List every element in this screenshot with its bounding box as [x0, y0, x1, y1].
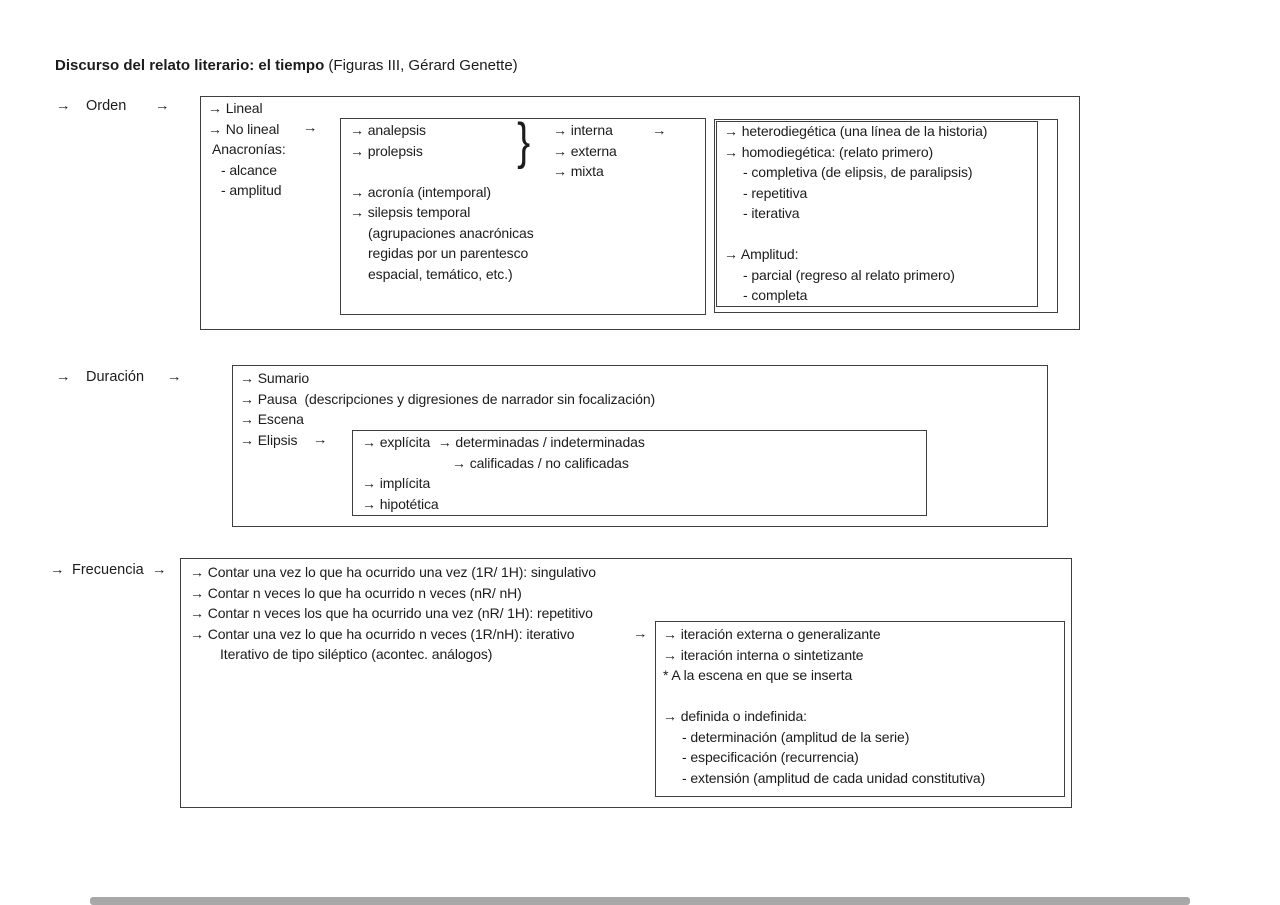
arrow-icon: → — [167, 369, 182, 385]
diegetic-outer-box — [714, 119, 1058, 313]
diagram-line: → prolepsis — [350, 142, 423, 159]
diagram-line: - determinación (amplitud de la serie) — [682, 728, 910, 745]
diagram-line: - repetitiva — [743, 184, 808, 201]
brace-glyph: } — [517, 112, 531, 170]
anachrony-box — [340, 118, 706, 315]
diagram-line: - completa — [743, 287, 808, 303]
iteracion-box — [655, 621, 1065, 797]
diagram-line — [350, 161, 534, 182]
elipsis-box — [352, 430, 927, 516]
section-label-orden: Orden — [86, 98, 127, 114]
diagram-line: → calificadas / no calificadas — [452, 454, 629, 471]
diagram-line: * A la escena en que se inserta — [663, 667, 853, 683]
diagram-line: → definida o indefinida: — [663, 708, 807, 724]
diagram-line: → iteración externa o generalizante — [663, 626, 881, 642]
diagram-line: - extensión (amplitud de cada unidad con… — [682, 769, 986, 786]
diagram-line: - alcance — [221, 161, 277, 178]
diagram-line: - amplitud — [221, 182, 282, 198]
diagram-line: espacial, temático, etc.) — [368, 265, 513, 282]
diagram-line: → Pausa (descripciones y digresiones de … — [240, 390, 656, 407]
diagram-line: Anacronías: — [212, 141, 286, 157]
diagram-line: (agrupaciones anacrónicas — [368, 224, 534, 241]
diagram-line: → mixta — [553, 163, 604, 179]
diagram-line: → Elipsis — [240, 431, 298, 448]
frecuencia-box — [180, 558, 1072, 808]
orden-outer-box — [200, 96, 1080, 330]
arrow-icon: → — [633, 626, 648, 642]
title-main: Discurso del relato literario: el tiempo — [55, 57, 325, 74]
diagram-line — [663, 686, 985, 707]
diagram-line: → Contar una vez lo que ha ocurrido n ve… — [190, 625, 575, 642]
relation-list: → interna → externa → mixta — [553, 120, 617, 182]
diagram-line: → hipotética — [362, 495, 439, 512]
diagram-line: - completiva (de elipsis, de paralipsis) — [743, 164, 973, 180]
next-page-edge — [90, 897, 1190, 905]
arrow-icon: → — [152, 562, 167, 578]
iteracion-list: → iteración externa o generalizante → it… — [663, 624, 985, 788]
arrow-icon: → — [155, 98, 170, 114]
anachrony-list: → analepsis → prolepsis → acronía (intem… — [350, 120, 534, 284]
title-source: (Figuras III, Gérard Genette) — [324, 57, 518, 74]
diagram-line: → homodiegética: (relato primero) — [724, 143, 934, 160]
diegetic-box — [716, 121, 1038, 307]
elipsis-list: → explícita → determinadas / indetermina… — [362, 432, 645, 514]
diagram-line: → Sumario — [240, 370, 310, 386]
diagram-line: - iterativa — [743, 205, 800, 221]
arrow-icon: → — [50, 562, 65, 578]
diagram-line: → Contar n veces lo que ha ocurrido n ve… — [190, 584, 522, 601]
section-label-duracion: Duración — [86, 369, 145, 385]
diagram-line: → interna — [553, 122, 613, 138]
diagram-line: → implícita — [362, 475, 431, 491]
arrow-icon: → — [303, 120, 318, 136]
diagram-line: - especificación (recurrencia) — [682, 749, 859, 765]
arrow-icon: → — [652, 123, 667, 139]
diagram-line: → Lineal — [208, 100, 263, 116]
diagram-line: regidas por un parentesco — [368, 245, 529, 261]
diagram-line: → acronía (intemporal) — [350, 183, 491, 200]
diagram-line: → Contar n veces los que ha ocurrido una… — [190, 605, 593, 621]
diagram-line: → explícita → determinadas / indetermina… — [362, 434, 645, 450]
arrow-icon: → — [56, 98, 71, 114]
diagram-line: Iterativo de tipo siléptico (acontec. an… — [220, 646, 493, 662]
diagram-line: → iteración interna o sintetizante — [663, 646, 864, 663]
duracion-list: → Sumario → Pausa (descripciones y digre… — [240, 368, 655, 450]
arrow-icon: → — [56, 369, 71, 385]
diegetic-list: → heterodiegética (una línea de la histo… — [724, 121, 987, 306]
duracion-box — [232, 365, 1048, 527]
diagram-line: → Contar una vez lo que ha ocurrido una … — [190, 564, 596, 580]
page-title: Discurso del relato literario: el tiempo… — [55, 56, 518, 76]
diagram-line: → heterodiegética (una línea de la histo… — [724, 123, 988, 139]
diagram-line: → No lineal — [208, 120, 280, 137]
section-label-frecuencia: Frecuencia — [72, 562, 144, 578]
diagram-line: → analepsis — [350, 122, 426, 138]
diagram-line: → Escena — [240, 411, 304, 427]
arrow-icon: → — [313, 432, 328, 448]
diagram-line: - parcial (regreso al relato primero) — [743, 266, 955, 283]
diagram-line: → externa — [553, 142, 617, 159]
diagram-line: → silepsis temporal — [350, 204, 471, 220]
diagram-line: → Amplitud: — [724, 246, 799, 262]
frecuencia-list: → Contar una vez lo que ha ocurrido una … — [190, 562, 596, 665]
orden-col1: → Lineal → No lineal Anacronías: - alcan… — [208, 98, 286, 201]
diagram-line — [724, 224, 987, 245]
